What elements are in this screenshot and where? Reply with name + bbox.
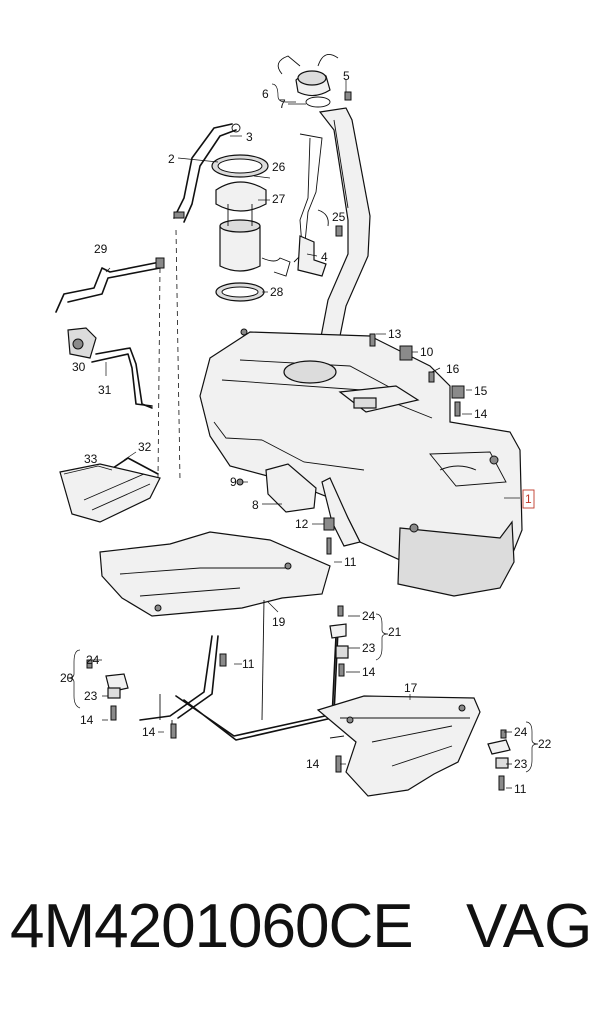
callout-3: 3: [246, 130, 253, 144]
seal-29: [215, 282, 265, 302]
callout-8: 8: [252, 498, 259, 512]
callout-10: 10: [420, 345, 434, 359]
callout-11c: 11: [514, 782, 527, 796]
fuel-tank-1: [199, 328, 523, 597]
callout-34: 33: [84, 452, 98, 466]
callout-14b: 14: [80, 713, 94, 727]
callout-12: 12: [295, 517, 309, 531]
callout-26: 25: [332, 210, 346, 224]
filler-cap: [277, 53, 339, 97]
bracket-23: [487, 729, 511, 791]
filler-neck-pipe: [293, 107, 371, 347]
callout-28: 27: [272, 192, 286, 206]
callout-30: 29: [94, 242, 108, 256]
callout-29: 28: [270, 285, 284, 299]
line-33: [109, 229, 181, 481]
callout-14e: 14: [306, 757, 320, 771]
callout-25c: 24: [514, 725, 528, 739]
callout-5: 5: [343, 69, 350, 83]
fuel-tank-exploded-diagram: 1 2 3 4 5 6 7 8 9 10 11 11 11 12 13 14 1…: [55, 53, 552, 797]
callout-23: 22: [538, 737, 552, 751]
underbody-shield-20: [99, 531, 331, 617]
filter-31: [67, 327, 97, 359]
callout-14c: 14: [362, 665, 376, 679]
fuel-line-30: [55, 257, 165, 409]
callout-1: 1: [525, 492, 532, 506]
mounting-strap: [139, 599, 339, 741]
callout-31: 30: [72, 360, 86, 374]
callout-14d: 14: [142, 725, 156, 739]
leader-lines: [63, 80, 539, 789]
callout-15: 15: [474, 384, 488, 398]
callout-labels: 1 2 3 4 5 6 7 8 9 10 11 11 11 12 13 14 1…: [60, 69, 552, 796]
heat-shield-34: [59, 463, 161, 523]
callout-27: 26: [272, 160, 286, 174]
bolt-14-left: [329, 735, 345, 773]
callout-32: 31: [98, 383, 112, 397]
seal-ring: [305, 96, 331, 108]
heat-shield-19: [316, 695, 481, 797]
brand-label: VAG: [466, 892, 593, 961]
callout-7: 7: [279, 97, 286, 111]
locking-ring-27: [211, 154, 269, 178]
callout-6: 6: [262, 87, 269, 101]
callout-25a: 24: [86, 653, 100, 667]
callout-14a: 14: [474, 407, 488, 421]
callout-22: 21: [388, 625, 402, 639]
callout-20: 19: [272, 615, 286, 629]
callout-25b: 24: [362, 609, 376, 623]
tank-highlight-1: [522, 489, 535, 509]
part-number: 4M4201060CE: [10, 892, 414, 961]
fuel-pump-28: [215, 181, 291, 277]
callout-33: 32: [138, 440, 152, 454]
callout-16: 16: [446, 362, 460, 376]
bracket-21: [105, 673, 129, 721]
screw-5: [344, 91, 352, 101]
callout-11b: 11: [242, 657, 255, 671]
callout-19: 17: [404, 681, 418, 695]
callout-13: 13: [388, 327, 402, 341]
bracket-22: [329, 605, 349, 677]
callout-24b: 23: [362, 641, 376, 655]
tank-strap-8: [236, 463, 361, 547]
callout-2: 2: [168, 152, 175, 166]
clip-26: [335, 225, 343, 237]
callout-21: 20: [60, 671, 74, 685]
callout-4: 4: [321, 250, 328, 264]
callout-11a: 11: [344, 555, 357, 569]
callout-24c: 23: [514, 757, 528, 771]
callout-9: 9: [230, 475, 237, 489]
fuel-line-2: [173, 123, 241, 223]
callout-24a: 23: [84, 689, 98, 703]
fasteners-tank: [323, 333, 465, 555]
